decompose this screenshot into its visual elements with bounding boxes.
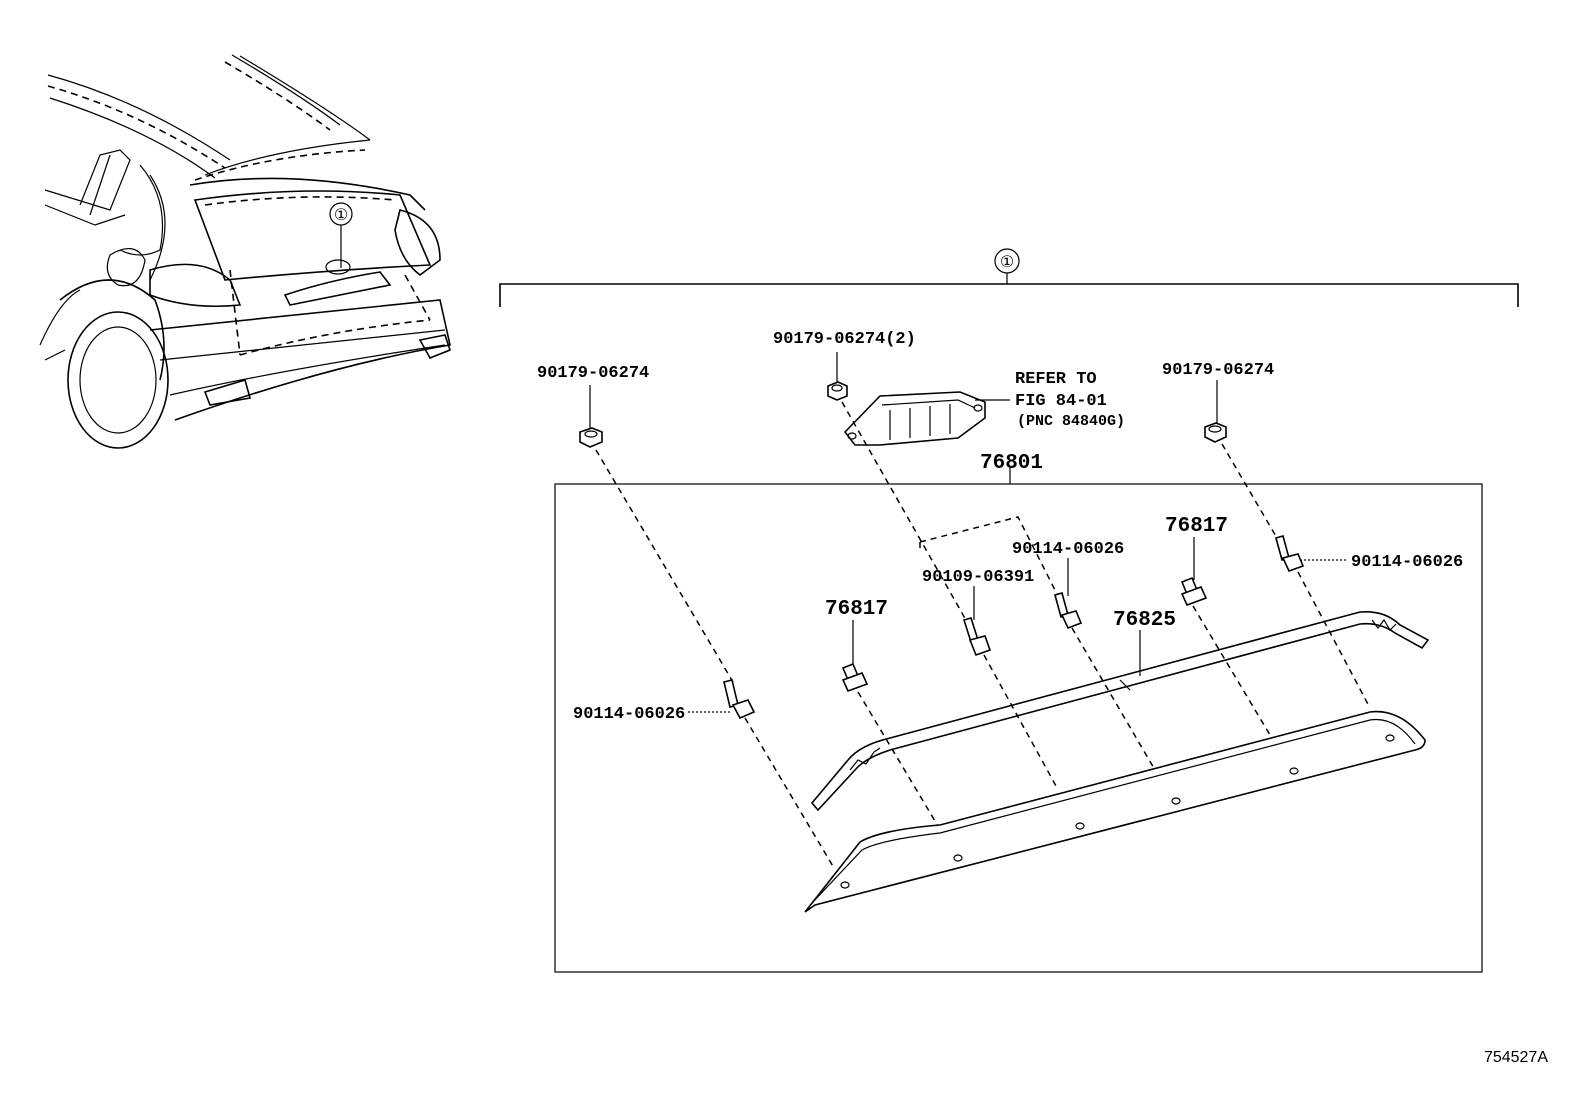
label-nut-center: 90179-06274(2) — [773, 330, 916, 349]
leader-lines — [589, 352, 1348, 713]
assembly-lines — [595, 401, 1371, 869]
label-bolt-center: 90114-06026 — [1012, 540, 1124, 559]
upper-garnish-strip-76825 — [810, 610, 1430, 812]
label-bolt-right: 90114-06026 — [1351, 553, 1463, 572]
label-garnish: 76825 — [1113, 609, 1176, 632]
screw-center — [962, 617, 992, 657]
vehicle-rear-illustration: ① — [39, 54, 451, 449]
label-clip-right: 76817 — [1165, 515, 1228, 538]
bolt-right — [1275, 535, 1305, 572]
nut-right — [1204, 422, 1227, 443]
license-lamp-assembly — [843, 391, 986, 446]
assembly-76801-box — [554, 483, 1483, 973]
label-clip-left: 76817 — [825, 598, 888, 621]
vehicle-callout-symbol: ① — [334, 207, 348, 224]
garnish-panel — [804, 710, 1426, 913]
label-screw-center: 90109-06391 — [922, 568, 1034, 587]
label-bolt-left: 90114-06026 — [573, 705, 685, 724]
bolt-left — [723, 679, 756, 720]
bolt-center — [1054, 592, 1083, 630]
label-assembly-76801: 76801 — [980, 452, 1043, 475]
nut-left — [579, 427, 603, 448]
nut-center — [827, 381, 848, 401]
refer-line-3: (PNC 84840G) — [1017, 413, 1125, 430]
clip-left — [841, 662, 869, 693]
figure-id: 754527A — [1484, 1049, 1548, 1066]
label-nut-left: 90179-06274 — [537, 364, 649, 383]
label-nut-right: 90179-06274 — [1162, 361, 1274, 380]
clip-right — [1180, 576, 1208, 607]
assembly-callout-symbol: ① — [1000, 254, 1014, 271]
refer-line-1: REFER TO — [1015, 370, 1097, 389]
refer-line-2: FIG 84-01 — [1015, 392, 1107, 411]
assembly-bracket — [499, 248, 1519, 307]
